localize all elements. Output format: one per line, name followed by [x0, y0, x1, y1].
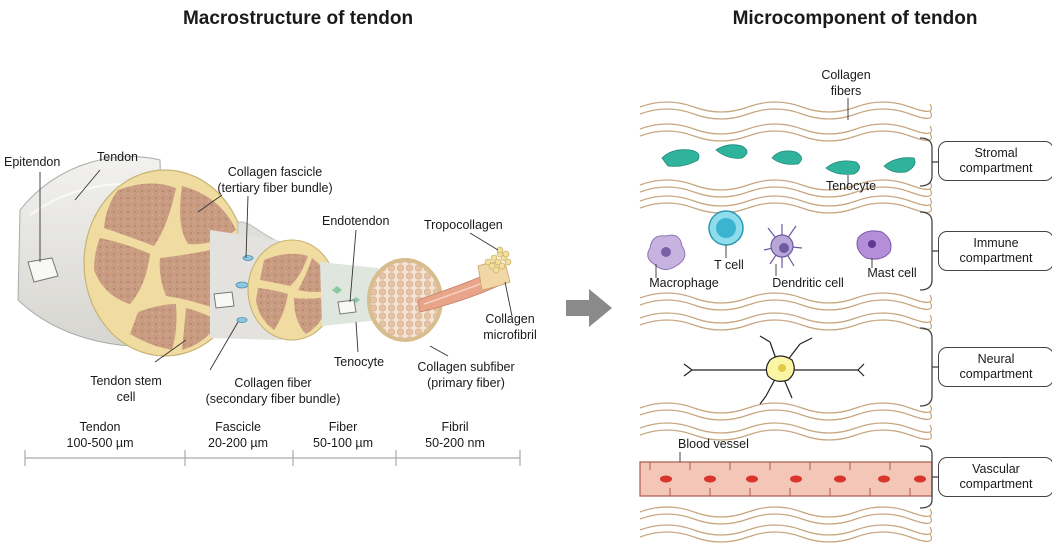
collagen-subfiber-sublabel: (primary fiber) — [427, 376, 505, 390]
mast-cell — [856, 230, 892, 260]
fiber-sheath — [320, 262, 380, 326]
collagen-fibers-label: Collagen — [821, 68, 871, 82]
tenocyte-micro-label: Tenocyte — [825, 179, 877, 193]
vascular-compartment-suffix: compartment — [959, 477, 1033, 491]
microcomponent-illustration — [639, 98, 940, 543]
transition-arrow — [566, 289, 612, 327]
tendon-label: Tendon — [97, 150, 139, 164]
scale-fibril-name: Fibril — [441, 420, 469, 434]
fascicle-cross-section — [247, 239, 337, 341]
tropocollagen-label: Tropocollagen — [424, 218, 503, 232]
tendon-stem-cell-sublabel: cell — [116, 390, 136, 404]
tropocollagen-bundle — [484, 246, 512, 274]
compartment-brackets — [919, 137, 940, 509]
collagen-fascicle-label: Collagen fascicle — [227, 165, 323, 179]
vascular-compartment-name: Vascular — [972, 462, 1020, 476]
mast-cell-label: Mast cell — [867, 266, 917, 280]
collagen-microfibril-label: Collagen — [485, 312, 535, 326]
tendon-cross-section — [83, 169, 247, 357]
scale-tendon-name: Tendon — [79, 420, 121, 434]
scale-tendon-size: 100-500 µm — [66, 436, 134, 450]
immune-compartment-suffix: compartment — [959, 251, 1033, 265]
microcomponent-title: Microcomponent of tendon — [732, 8, 978, 29]
macrophage-cell — [647, 234, 686, 270]
dendritic-cell — [763, 224, 803, 268]
macrostructure-title: Macrostructure of tendon — [182, 8, 414, 29]
endotendon-label: Endotendon — [322, 214, 390, 228]
collagen-fiber-label: Collagen fiber — [234, 376, 312, 390]
t-cell-label: T cell — [714, 258, 744, 272]
collagen-fiber-sublabel: (secondary fiber bundle) — [205, 392, 341, 406]
blood-vessel — [639, 461, 933, 497]
scale-bar — [24, 450, 521, 466]
immune-compartment-name: Immune — [973, 236, 1019, 250]
epitendon-label: Epitendon — [4, 155, 61, 169]
tenocyte-label: Tenocyte — [334, 355, 385, 369]
tenocyte-cells — [661, 144, 916, 175]
t-cell — [708, 210, 744, 246]
epitendon-flap — [27, 257, 59, 283]
blood-vessel-label: Blood vessel — [678, 437, 749, 451]
dendritic-cell-label: Dendritic cell — [772, 276, 844, 290]
scale-fascicle-size: 20-200 µm — [207, 436, 269, 450]
collagen-fibers-sublabel: fibers — [830, 84, 862, 98]
macrophage-label: Macrophage — [649, 276, 719, 290]
stromal-compartment-name: Stromal — [974, 146, 1018, 160]
neuron-cell — [683, 335, 865, 405]
macrostructure-illustration — [17, 156, 521, 466]
scale-fiber-size: 50-100 µm — [312, 436, 374, 450]
collagen-microfibril-sublabel: microfibril — [483, 328, 537, 342]
stromal-compartment-suffix: compartment — [959, 161, 1033, 175]
collagen-subfiber-label: Collagen subfiber — [417, 360, 515, 374]
collagen-fiber-waves — [639, 101, 932, 543]
scale-fiber-name: Fiber — [328, 420, 358, 434]
collagen-fascicle-sublabel: (tertiary fiber bundle) — [217, 181, 333, 195]
scale-fascicle-name: Fascicle — [215, 420, 261, 434]
neural-compartment-name: Neural — [977, 352, 1015, 366]
neural-compartment-suffix: compartment — [959, 367, 1033, 381]
tendon-stem-cell-label: Tendon stem — [90, 374, 162, 388]
scale-fibril-size: 50-200 nm — [425, 436, 485, 450]
